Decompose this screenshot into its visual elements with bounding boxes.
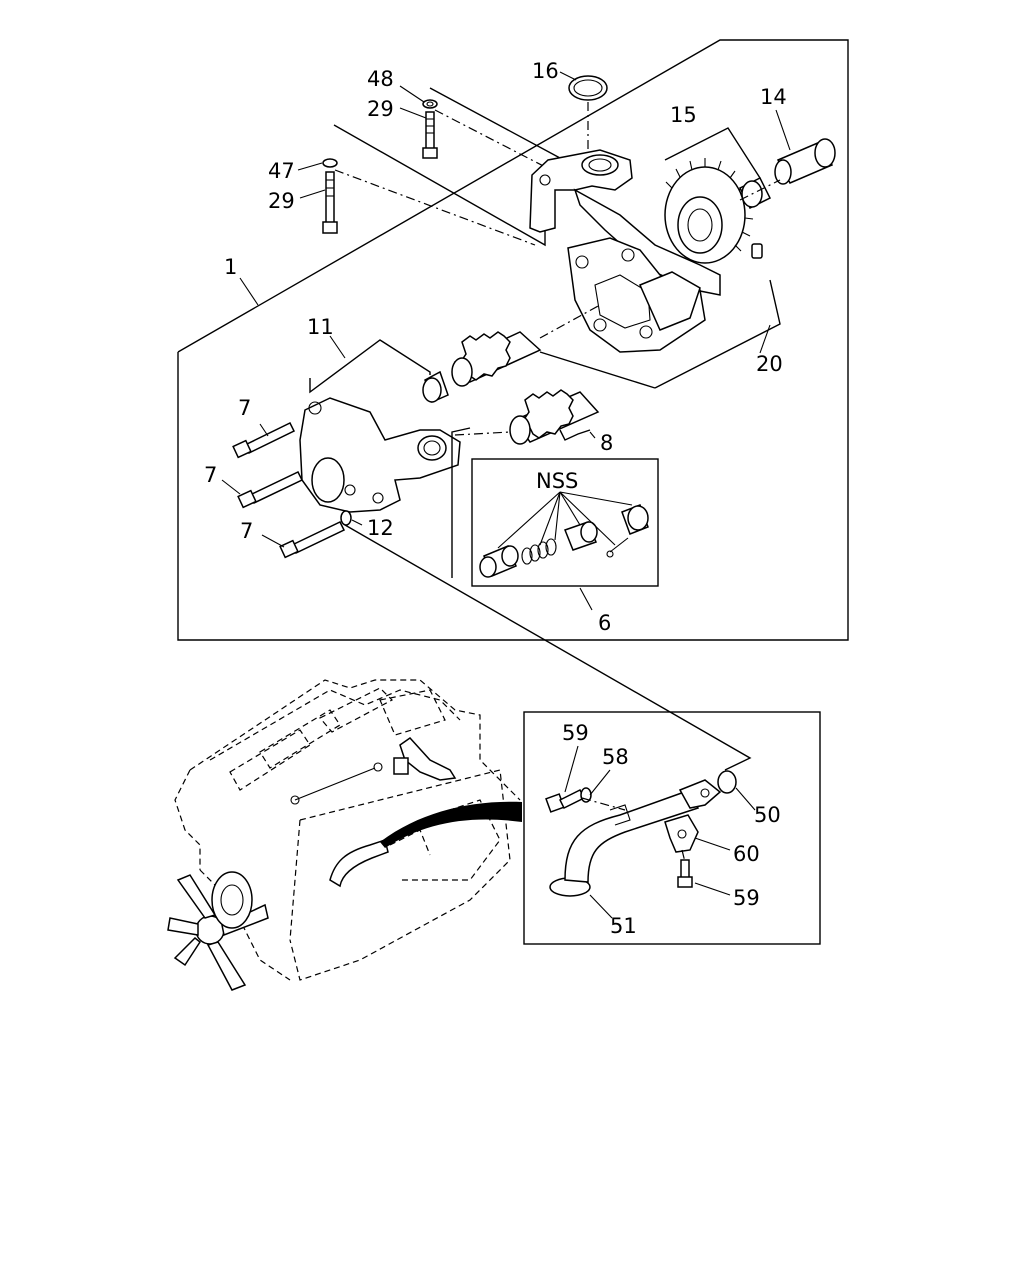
drive-gear-15 — [664, 158, 754, 264]
callout-8: 8 — [600, 431, 613, 455]
oil-strainer-pipe-51 — [549, 779, 722, 897]
callout-15: 15 — [670, 103, 697, 127]
pump-front-cover — [299, 397, 461, 513]
pointer-arrow — [380, 801, 522, 848]
bolt-7-middle — [237, 471, 304, 509]
clamp-60 — [664, 814, 699, 853]
fan-icon — [167, 871, 269, 991]
callout-11: 11 — [307, 315, 334, 339]
callout-1: 1 — [224, 255, 237, 279]
drive-gear-11 — [451, 331, 542, 387]
bolt-59-lower — [677, 859, 693, 888]
callout-50: 50 — [754, 803, 781, 827]
callout-47: 47 — [268, 159, 295, 183]
callout-59-upper: 59 — [562, 721, 589, 745]
callout-14: 14 — [760, 85, 787, 109]
callout-48: 48 — [367, 67, 394, 91]
callout-7-bottom: 7 — [240, 519, 253, 543]
callout-29-upper: 29 — [367, 97, 394, 121]
bolt-59-upper — [545, 788, 586, 813]
o-ring-16 — [568, 75, 608, 101]
callout-7-top: 7 — [238, 396, 251, 420]
callout-59-lower: 59 — [733, 886, 760, 910]
o-ring-50 — [717, 770, 737, 794]
washer-48 — [422, 99, 438, 109]
bolt-7-top — [232, 421, 296, 459]
callout-58: 58 — [602, 745, 629, 769]
callout-12: 12 — [367, 516, 394, 540]
callout-6: 6 — [598, 611, 611, 635]
callout-60: 60 — [733, 842, 760, 866]
bolt-29-lower — [322, 171, 338, 234]
engine-outline — [174, 679, 521, 981]
bushing-15 — [738, 176, 772, 210]
callout-7-middle: 7 — [204, 463, 217, 487]
bolt-7-bottom — [279, 521, 346, 559]
bushing-11 — [422, 370, 449, 404]
main-assembly-frame — [177, 39, 849, 641]
pump-body-20 — [567, 237, 706, 353]
pin-12 — [340, 510, 352, 526]
callout-20: 20 — [756, 352, 783, 376]
washer-47 — [322, 158, 338, 168]
pin — [751, 243, 763, 259]
callout-51: 51 — [610, 914, 637, 938]
shaft-14 — [774, 138, 836, 185]
bolt-29-upper — [422, 111, 438, 159]
driven-gear-8 — [509, 389, 600, 445]
callout-29-lower: 29 — [268, 189, 295, 213]
callout-16: 16 — [532, 59, 559, 83]
pump-outlet-housing — [529, 149, 721, 296]
callout-nss: NSS — [536, 469, 578, 493]
strainer-detail-box — [523, 711, 821, 945]
relief-valve-box — [471, 458, 659, 587]
